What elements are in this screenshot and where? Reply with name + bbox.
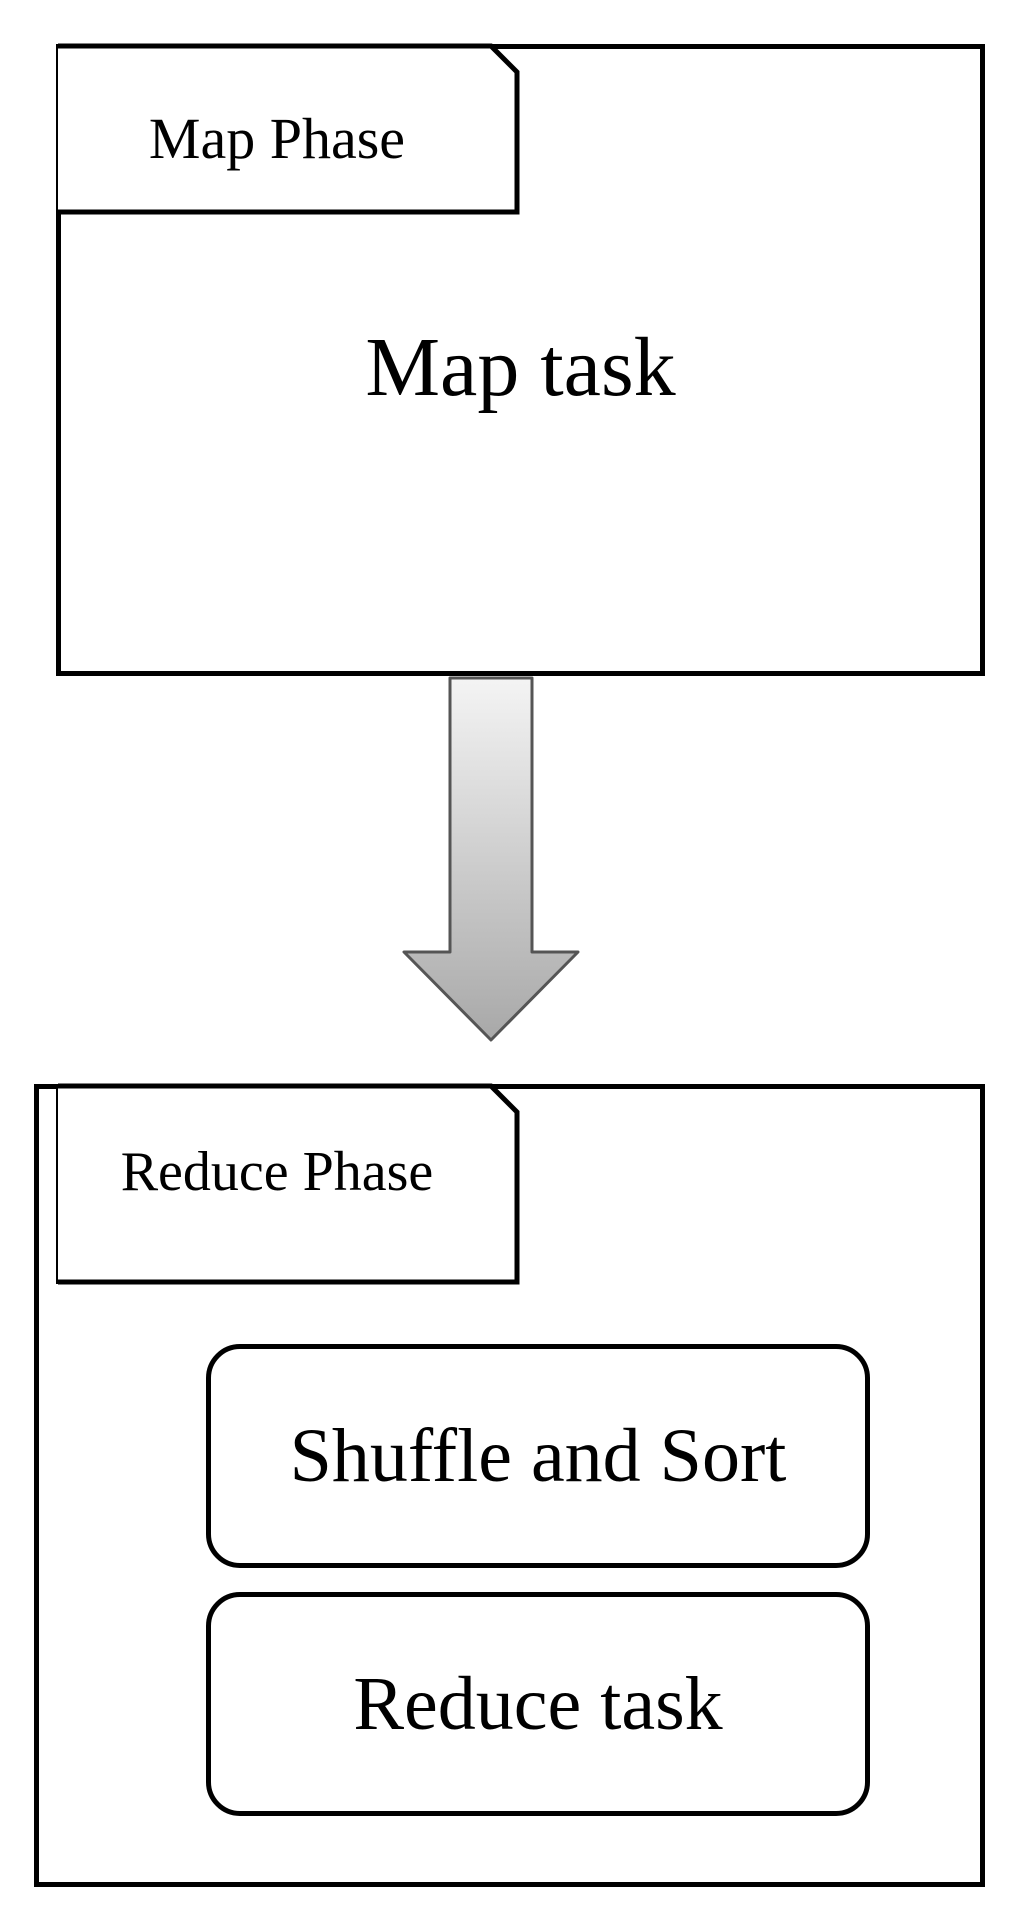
down-arrow-icon [402,676,580,1042]
reduce-task-box: Reduce task [206,1592,870,1816]
map-phase-title: Map Phase [148,106,406,171]
map-task-label: Map task [365,321,676,414]
reduce-phase-tab [58,1083,520,1285]
reduce-phase-title: Reduce Phase [120,1141,434,1203]
map-phase-tab [58,43,520,215]
shuffle-and-sort-box: Shuffle and Sort [206,1344,870,1568]
